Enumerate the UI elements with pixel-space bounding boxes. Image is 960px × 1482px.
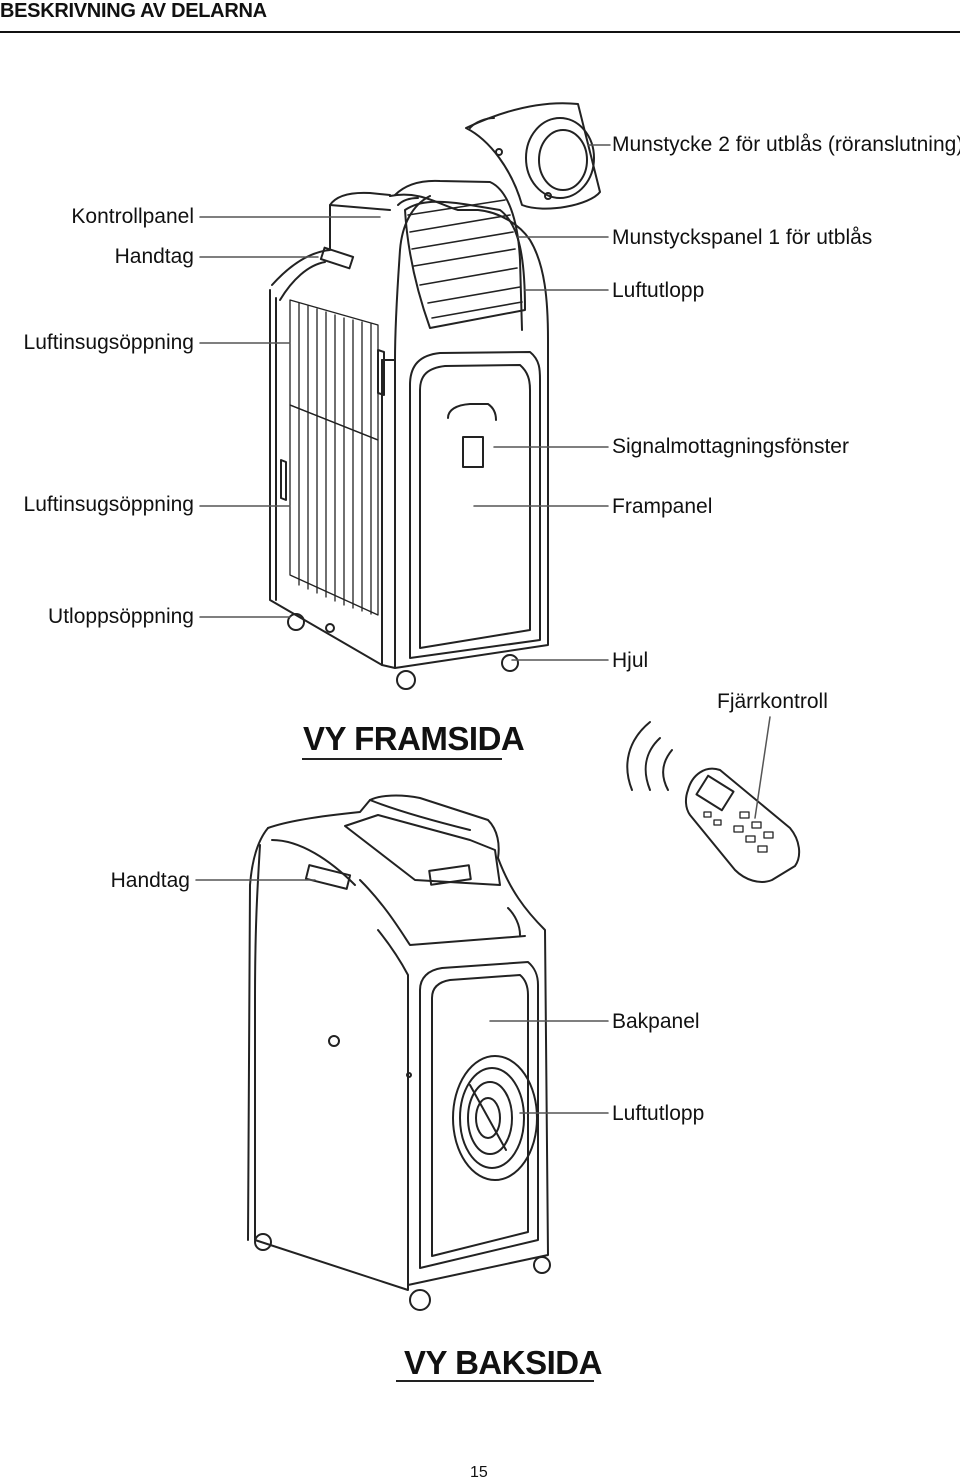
label-drain-outlet: Utloppsöppning [48,605,194,628]
label-nozzle-2: Munstycke 2 för utblås (röranslutning) [612,133,960,156]
leader-lines [195,144,771,1114]
label-air-outlet-back: Luftutlopp [612,1102,705,1125]
label-nozzle-panel-1: Munstyckspanel 1 för utblås [612,226,873,249]
label-air-intake-lower: Luftinsugsöppning [23,493,194,516]
page-header-title: BESKRIVNING AV DELARNA [0,0,267,22]
label-back-panel: Bakpanel [612,1010,700,1033]
label-remote-control: Fjärrkontroll [717,690,828,713]
page-number: 15 [470,1464,488,1481]
header-rule [0,31,960,33]
label-front-panel: Frampanel [612,495,713,518]
back-view-title-rule [396,1380,594,1382]
label-wheel: Hjul [612,649,649,672]
front-unit-drawing [269,102,601,690]
remote-drawing [626,721,801,883]
label-signal-window: Signalmottagningsfönster [612,435,849,458]
front-view-title: VY FRAMSIDA [303,720,525,757]
front-view-title-rule [302,758,502,760]
nozzle-2-drawing [465,102,601,210]
label-handle-back: Handtag [110,869,190,892]
label-control-panel: Kontrollpanel [71,205,194,228]
back-view-title: VY BAKSIDA [404,1344,602,1381]
back-unit-drawing [247,794,551,1311]
label-air-intake-upper: Luftinsugsöppning [23,331,194,354]
label-air-outlet-front: Luftutlopp [612,279,705,302]
label-handle-front: Handtag [114,245,194,268]
